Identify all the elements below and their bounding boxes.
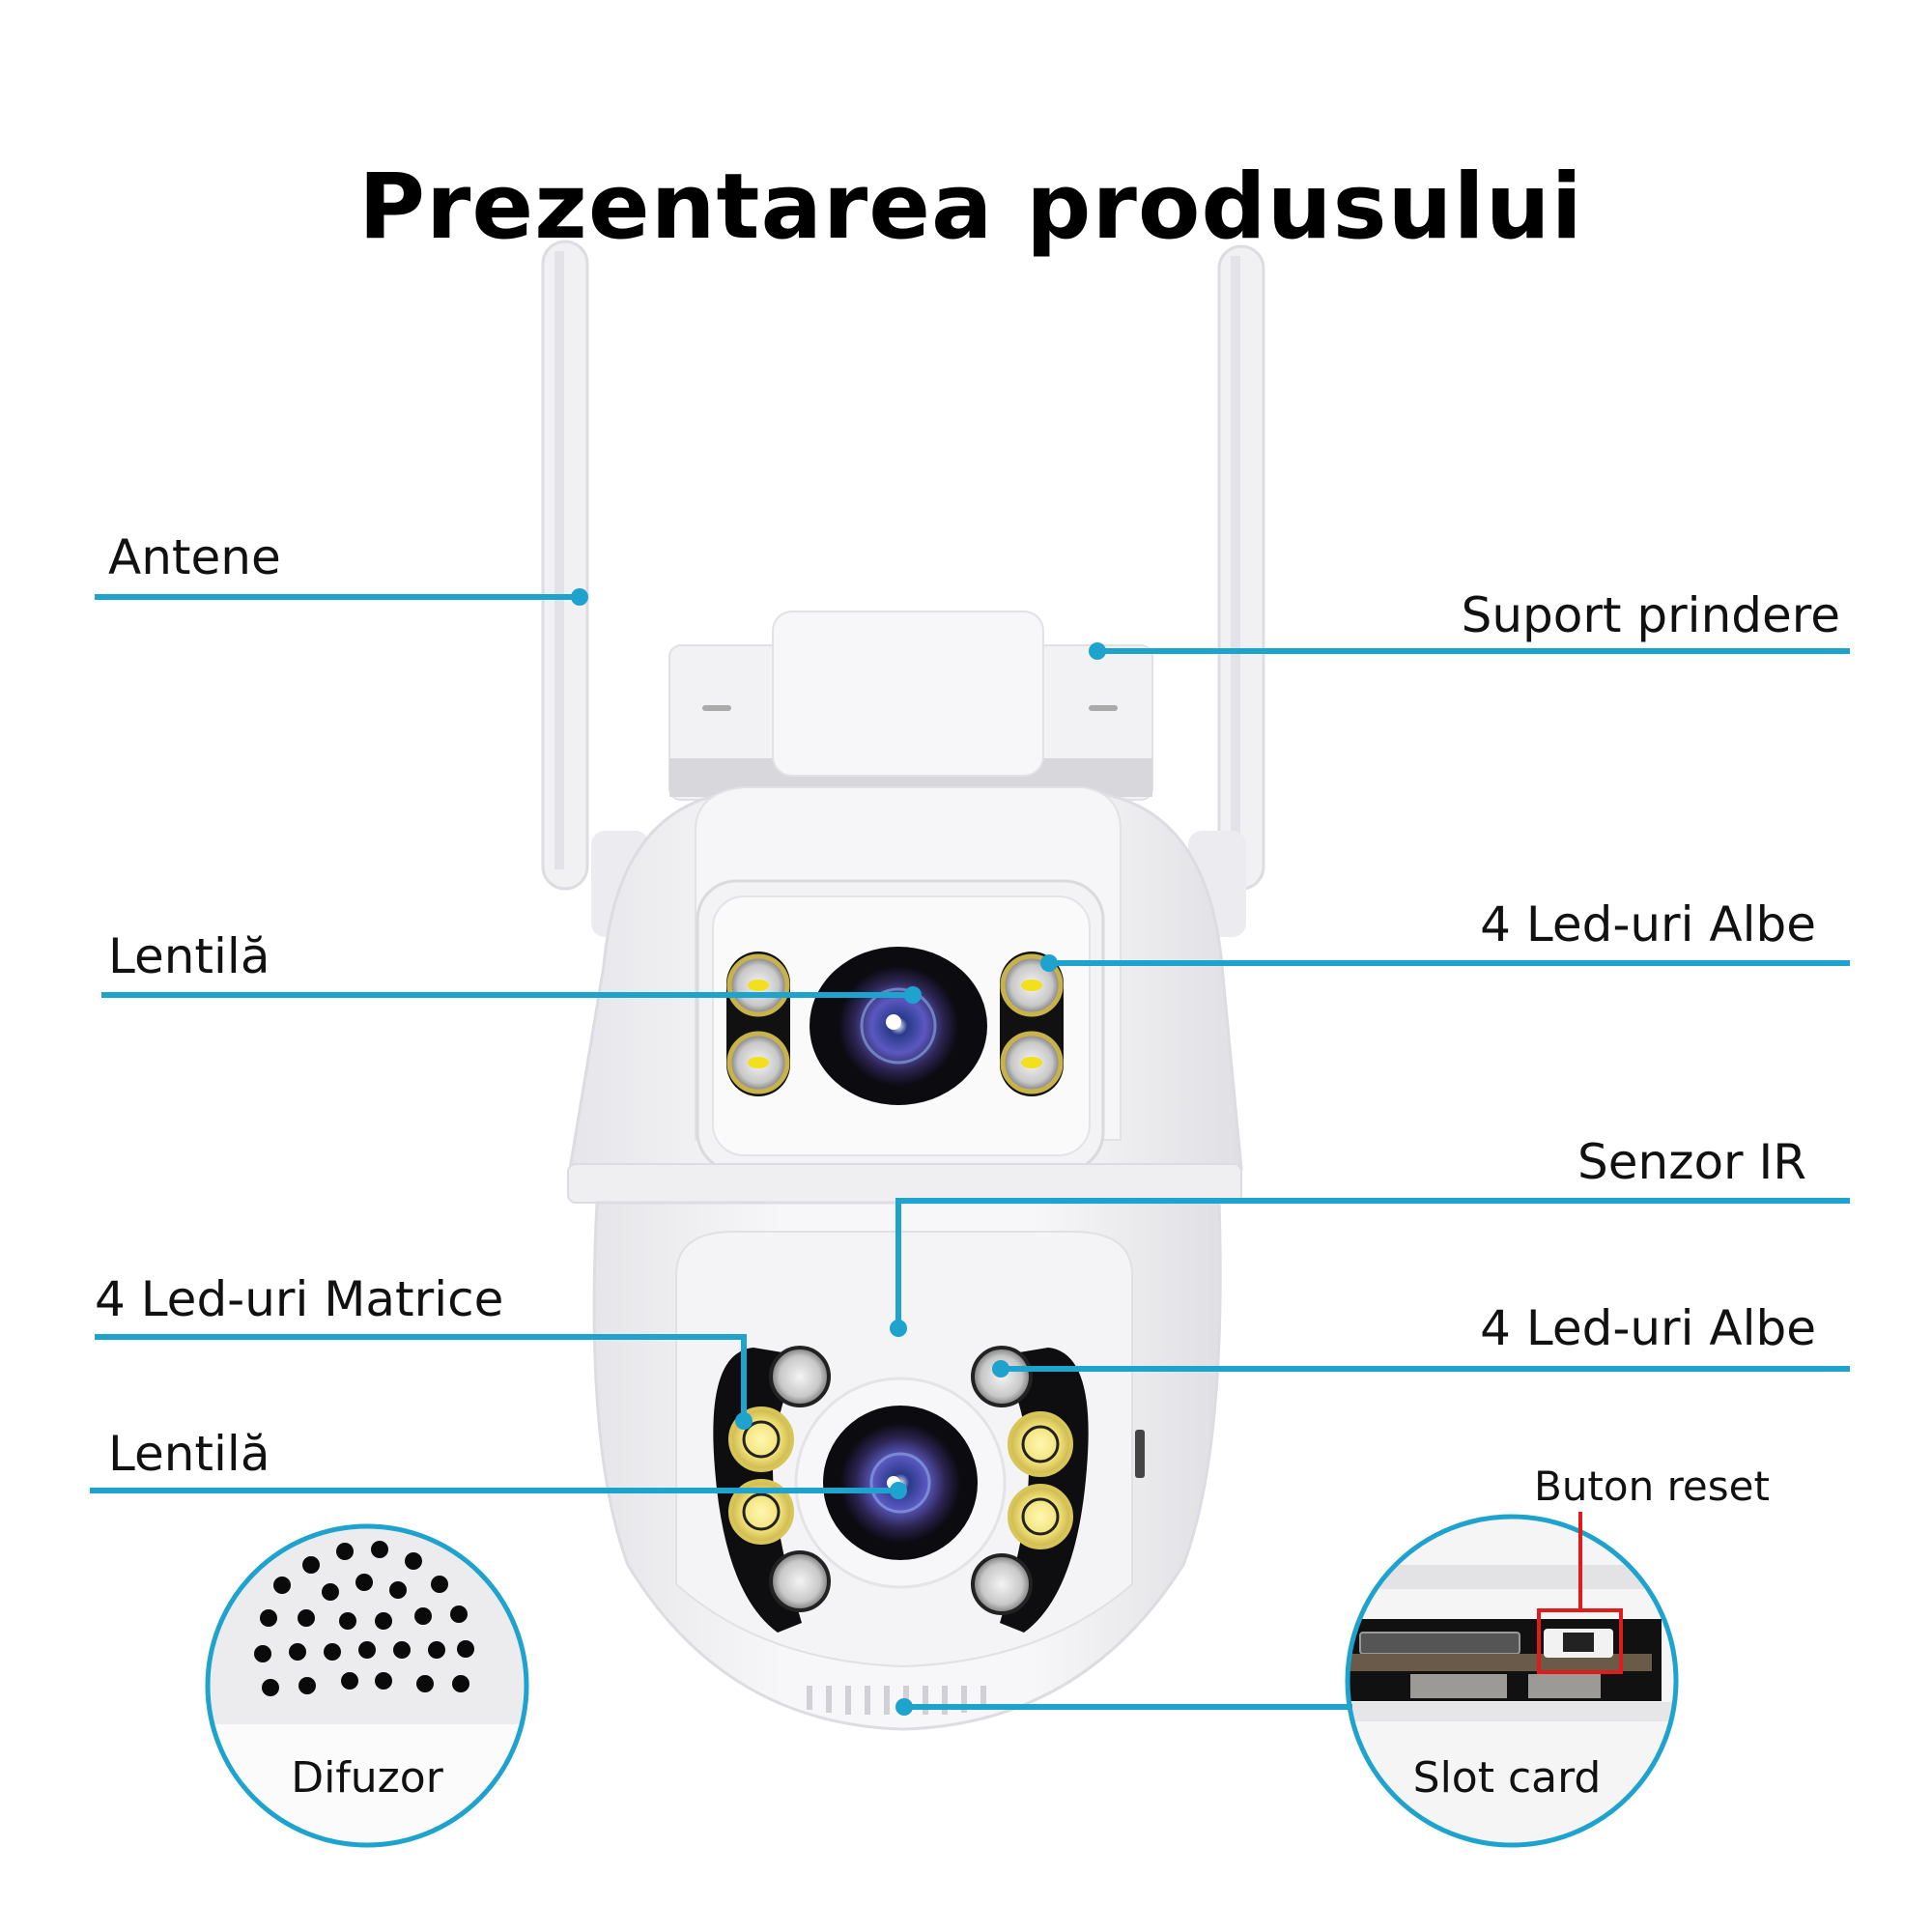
callout-vline-matrix-leds	[741, 1334, 747, 1421]
label-reset-button: Buton reset	[1534, 1463, 1770, 1510]
callout-line-lens-bottom	[90, 1488, 898, 1493]
callout-dot-lens-top	[904, 986, 922, 1004]
label-card-slot: Slot card	[1412, 1753, 1602, 1803]
callout-line-card-slot	[903, 1704, 1352, 1710]
antenna-right	[1217, 244, 1265, 891]
callout-dot-antenna	[571, 588, 588, 606]
callout-vline-ir-sensor	[895, 1198, 901, 1328]
callout-dot-matrix-leds	[735, 1412, 753, 1430]
callout-line-lens-top	[101, 992, 913, 998]
label-mount: Suport prindere	[1461, 587, 1840, 643]
label-ir-sensor: Senzor IR	[1577, 1134, 1806, 1190]
label-speaker: Difuzor	[291, 1753, 443, 1803]
callout-dot-mount	[1089, 642, 1106, 660]
callout-dot-ir-sensor	[890, 1320, 907, 1337]
label-antenna: Antene	[108, 529, 281, 585]
label-lens-bottom: Lentilă	[108, 1426, 270, 1482]
callout-line-white-leds-top	[1048, 960, 1850, 966]
card-slot-inset	[1345, 1512, 1679, 1848]
callout-dot-white-leds-bottom	[992, 1360, 1009, 1378]
callout-line-matrix-leds	[95, 1334, 747, 1340]
callout-dot-lens-bottom	[890, 1482, 907, 1499]
label-white-leds-bottom: 4 Led-uri Albe	[1480, 1300, 1816, 1356]
callout-line-mount	[1096, 648, 1850, 654]
speaker-inset	[205, 1523, 529, 1848]
antenna-left	[541, 240, 589, 891]
callout-line-ir-sensor	[898, 1198, 1850, 1204]
callout-line-white-leds-bottom	[1000, 1366, 1850, 1372]
callout-dot-card-slot	[895, 1698, 913, 1716]
label-matrix-leds: 4 Led-uri Matrice	[95, 1271, 504, 1327]
label-lens-top: Lentilă	[108, 928, 270, 984]
label-white-leds-top: 4 Led-uri Albe	[1480, 896, 1816, 952]
callout-dot-white-leds-top	[1040, 954, 1058, 972]
callout-line-antenna	[95, 594, 580, 600]
